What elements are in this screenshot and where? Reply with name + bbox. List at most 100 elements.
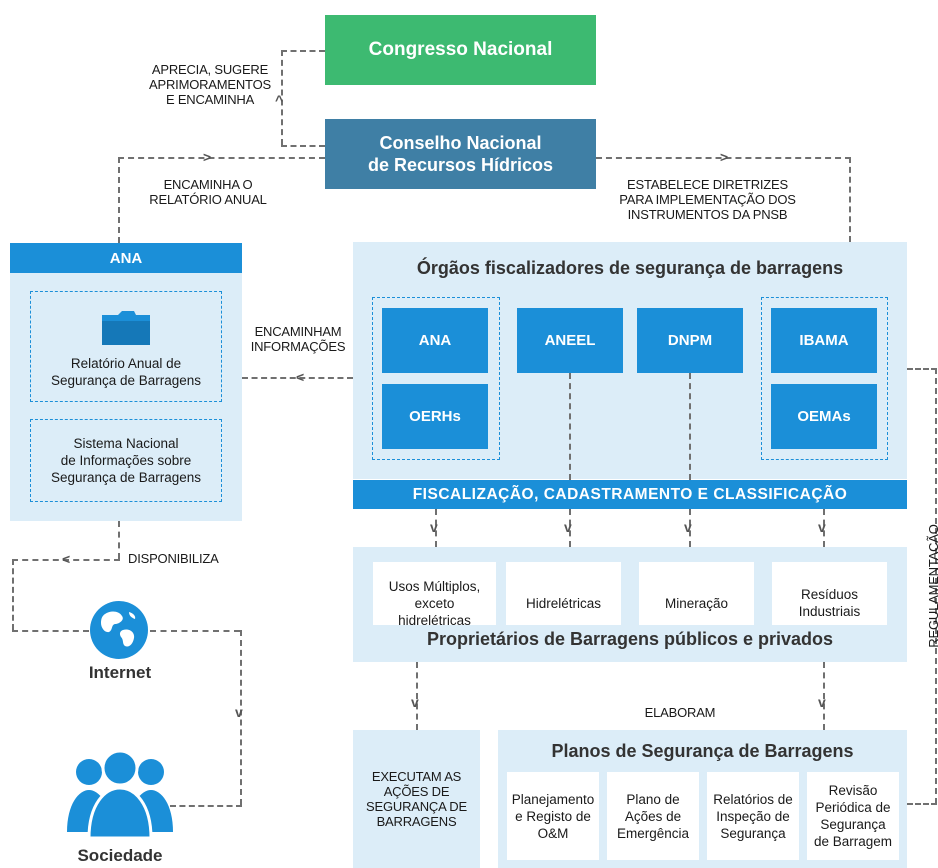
arrow-right-icon: > bbox=[720, 149, 729, 165]
executam-line1: EXECUTAM AS bbox=[371, 769, 462, 784]
orgao-ibama-box: IBAMA bbox=[771, 308, 877, 373]
arrow-left-icon: < bbox=[62, 551, 71, 567]
disponibiliza-label: DISPONIBILIZA bbox=[128, 551, 238, 566]
arrow-right-icon: > bbox=[203, 149, 212, 165]
executam-line4: BARRAGENS bbox=[376, 814, 457, 829]
plano-emergencia-card: Plano de Ações de Emergência bbox=[607, 772, 699, 860]
orgao-oerhs-label: OERHs bbox=[409, 408, 461, 425]
orgao-dnpm-label: DNPM bbox=[667, 332, 713, 349]
hidreletricas-text: Hidrelétricas bbox=[525, 595, 602, 611]
proprietarios-title: Proprietários de Barragens públicos e pr… bbox=[353, 625, 907, 653]
aprecia-line3: E ENCAMINHA bbox=[165, 92, 255, 107]
arrow-left-icon: < bbox=[296, 369, 305, 385]
orgao-aneel-box: ANEEL bbox=[517, 308, 623, 373]
elaboram-label: ELABORAM bbox=[620, 705, 740, 720]
orgaos-title-text: Órgãos fiscalizadores de segurança de ba… bbox=[416, 257, 844, 278]
aprecia-line1: APRECIA, SUGERE bbox=[151, 62, 269, 77]
encaminham-line2: INFORMAÇÕES bbox=[250, 339, 346, 354]
mineracao-text: Mineração bbox=[664, 595, 729, 611]
orgao-oemas-label: OEMAs bbox=[797, 408, 851, 425]
connector bbox=[118, 157, 325, 159]
arrow-down-icon: v bbox=[684, 519, 692, 535]
connector bbox=[12, 630, 89, 632]
internet-text: Internet bbox=[88, 663, 152, 682]
connector bbox=[170, 805, 242, 807]
connector bbox=[823, 662, 825, 730]
sociedade-label: Sociedade bbox=[55, 845, 185, 867]
connector bbox=[416, 662, 418, 730]
sistema-line1: Sistema Nacional bbox=[73, 436, 179, 451]
connector bbox=[596, 157, 851, 159]
relatorios-inspecao-card: Relatórios de Inspeção de Segurança bbox=[707, 772, 799, 860]
orgao-oemas-box: OEMAs bbox=[771, 384, 877, 449]
connector bbox=[435, 509, 437, 547]
orgao-aneel-label: ANEEL bbox=[544, 332, 596, 349]
p1-line3: O&M bbox=[537, 825, 569, 841]
elaboram-text: ELABORAM bbox=[644, 705, 716, 720]
orgao-ibama-label: IBAMA bbox=[799, 332, 849, 349]
disponibiliza-text: DISPONIBILIZA bbox=[128, 551, 219, 566]
p2-line3: Emergência bbox=[616, 825, 690, 841]
connector bbox=[689, 373, 691, 480]
sistema-nacional-box: Sistema Nacional de Informações sobre Se… bbox=[30, 419, 222, 502]
encaminham-label: ENCAMINHAM INFORMAÇÕES bbox=[244, 324, 352, 354]
usos-line2: exceto bbox=[414, 595, 455, 611]
connector bbox=[907, 803, 937, 805]
connector bbox=[12, 559, 14, 630]
p2-line1: Plano de bbox=[626, 791, 680, 807]
relatorio-line2: Segurança de Barragens bbox=[50, 373, 202, 388]
plano-om-card: Planejamento e Registo de O&M bbox=[507, 772, 599, 860]
congresso-nacional-box: Congresso Nacional bbox=[325, 15, 596, 85]
p4-line1: Revisão bbox=[828, 783, 878, 798]
p4-line4: de Barragem bbox=[813, 834, 893, 849]
encaminha-line1: ENCAMINHA O bbox=[163, 177, 253, 192]
estabelece-line2: PARA IMPLEMENTAÇÃO DOS bbox=[619, 192, 796, 207]
relatorio-line1: Relatório Anual de bbox=[70, 356, 182, 371]
encaminha-relatorio-label: ENCAMINHA O RELATÓRIO ANUAL bbox=[138, 177, 278, 207]
fiscalizacao-banner: FISCALIZAÇÃO, CADASTRAMENTO E CLASSIFICA… bbox=[353, 480, 907, 509]
orgao-ana-box: ANA bbox=[382, 308, 488, 373]
globe-icon bbox=[90, 601, 148, 659]
arrow-down-icon: v bbox=[430, 519, 438, 535]
arrow-up-icon: ^ bbox=[275, 92, 284, 108]
connector bbox=[689, 509, 691, 547]
connector bbox=[240, 630, 242, 805]
connector bbox=[823, 509, 825, 547]
arrow-down-icon: v bbox=[564, 519, 572, 535]
regulamentacao-text: REGULAMENTAÇÃO bbox=[925, 524, 938, 648]
conselho-nacional-box: Conselho Nacional de Recursos Hídricos bbox=[325, 119, 596, 189]
planos-title: Planos de Segurança de Barragens bbox=[498, 738, 907, 764]
orgao-dnpm-box: DNPM bbox=[637, 308, 743, 373]
fiscalizacao-banner-text: FISCALIZAÇÃO, CADASTRAMENTO E CLASSIFICA… bbox=[412, 485, 848, 503]
orgao-oerhs-box: OERHs bbox=[382, 384, 488, 449]
connector bbox=[281, 50, 283, 145]
sistema-line2: de Informações sobre bbox=[60, 453, 192, 468]
p3-line3: Segurança bbox=[720, 825, 786, 841]
residuos-line1: Resíduos bbox=[800, 587, 859, 602]
sociedade-text: Sociedade bbox=[77, 846, 163, 865]
sistema-line3: Segurança de Barragens bbox=[50, 470, 202, 485]
connector bbox=[242, 377, 353, 379]
congresso-nacional-label: Congresso Nacional bbox=[368, 39, 553, 60]
usos-line3: hidrelétricas bbox=[398, 612, 471, 628]
p3-line1: Relatórios de bbox=[713, 791, 793, 807]
connector bbox=[569, 373, 571, 480]
orgaos-title: Órgãos fiscalizadores de segurança de ba… bbox=[353, 255, 907, 281]
conselho-label-line2: de Recursos Hídricos bbox=[367, 155, 554, 175]
residuos-line2: Industriais bbox=[798, 604, 861, 619]
revisao-periodica-card: Revisão Periódica de Segurança de Barrag… bbox=[807, 772, 899, 860]
connector bbox=[907, 368, 937, 370]
connector bbox=[150, 630, 240, 632]
proprietarios-title-text: Proprietários de Barragens públicos e pr… bbox=[426, 628, 834, 649]
arrow-down-icon: v bbox=[818, 694, 826, 710]
executam-line3: SEGURANÇA DE bbox=[366, 799, 467, 814]
aprecia-line2: APRIMORAMENTOS bbox=[149, 77, 271, 92]
ibama-oemas-group bbox=[761, 297, 888, 460]
connector bbox=[849, 157, 851, 242]
usos-line1: Usos Múltiplos, bbox=[388, 578, 481, 594]
arrow-down-icon: v bbox=[411, 694, 419, 710]
people-icon bbox=[67, 749, 173, 840]
ana-oerhs-group bbox=[372, 297, 500, 460]
relatorio-anual-box: Relatório Anual de Segurança de Barragen… bbox=[30, 291, 222, 402]
encaminha-line2: RELATÓRIO ANUAL bbox=[149, 192, 267, 207]
